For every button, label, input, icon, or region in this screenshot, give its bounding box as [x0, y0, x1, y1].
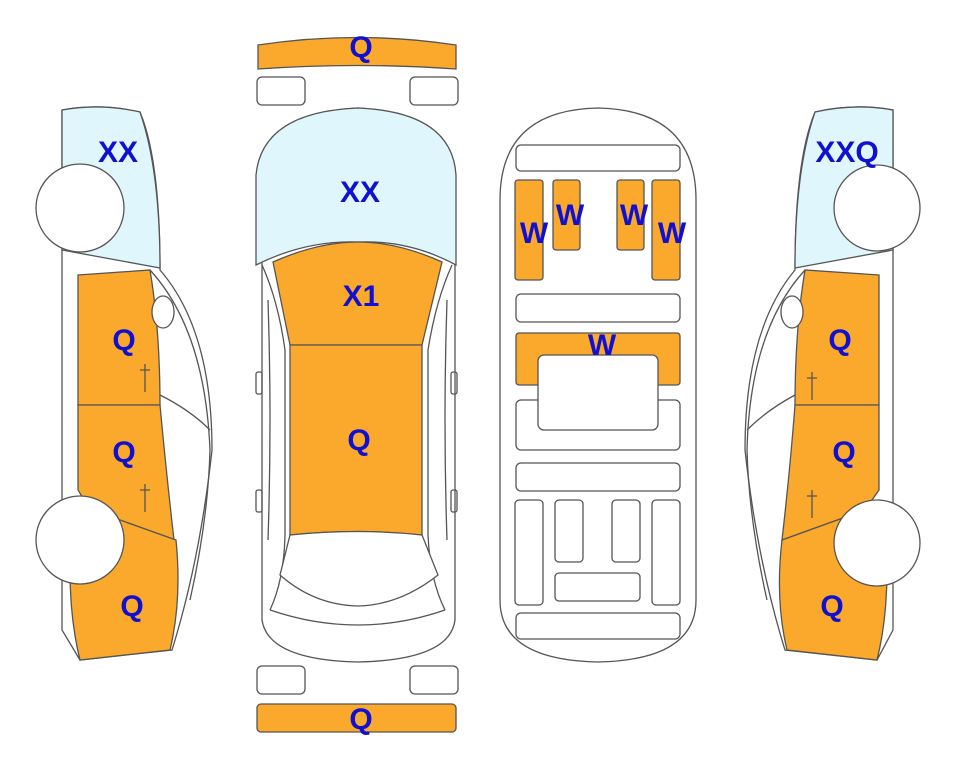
rear-window: [279, 530, 439, 607]
front-right-light: [409, 76, 459, 106]
rear-bumper-label: Q: [349, 703, 372, 736]
right-side-line-2: [746, 394, 796, 431]
seat-left-outer-panel[interactable]: [514, 179, 544, 281]
trunk-floor: [515, 612, 681, 640]
dashboard: [515, 144, 681, 172]
rear-seat-left-inner: [554, 499, 584, 563]
right-window-label: XXQ: [815, 136, 878, 169]
rear-armrest: [554, 572, 641, 602]
right-side-line-1: [746, 269, 806, 601]
seat-right-outer-label: W: [658, 217, 687, 250]
hood-panel[interactable]: [272, 241, 443, 346]
floor-mid-label: W: [588, 329, 617, 362]
left-mirror-shape: [151, 295, 175, 329]
rear-seat-right-outer: [651, 499, 681, 606]
top-left-side-line: [261, 264, 286, 611]
top-right-side-line-2: [444, 299, 448, 541]
seat-left-inner-panel[interactable]: [552, 179, 581, 251]
left-handle-front: [140, 364, 150, 392]
right-rear-wheel: [833, 499, 921, 587]
windshield-panel[interactable]: [255, 107, 457, 267]
seat-left-inner-label: W: [556, 199, 585, 232]
interior-view: W W W W W: [499, 107, 697, 663]
seat-right-inner-panel[interactable]: [616, 179, 645, 251]
right-side-view: XXQ Q Q Q: [744, 106, 921, 661]
windshield-label: XX: [340, 176, 380, 209]
left-side-view: XX Q Q Q: [35, 106, 213, 661]
right-mirror-shape: [780, 295, 804, 329]
left-front-wheel: [35, 163, 125, 253]
right-fender-label: Q: [820, 590, 843, 623]
seat-left-outer-label: W: [520, 217, 549, 250]
left-side-line-1: [149, 269, 211, 601]
console-bar: [515, 293, 681, 323]
hood-label: X1: [343, 280, 380, 313]
right-mirror-rear: [450, 489, 458, 513]
left-mirror: [255, 371, 263, 395]
right-rear-door-label: Q: [832, 436, 855, 469]
right-mirror: [450, 371, 458, 395]
left-window-label: XX: [98, 136, 138, 169]
left-side-line-2: [159, 394, 211, 431]
right-front-wheel: [833, 164, 921, 252]
rear-left-light: [256, 665, 306, 695]
front-left-light: [256, 76, 306, 106]
top-left-side-line-2: [267, 299, 271, 541]
front-bumper-panel[interactable]: [257, 36, 457, 70]
rear-seat-right-inner: [611, 499, 641, 563]
left-rear-door-label: Q: [112, 436, 135, 469]
right-front-door-label: Q: [828, 324, 851, 357]
trunk-line: [269, 609, 446, 626]
seat-right-inner-label: W: [620, 199, 649, 232]
roof-label: Q: [347, 424, 370, 457]
left-mirror-rear: [255, 489, 263, 513]
front-bumper-label: Q: [349, 31, 372, 64]
right-handle-front: [807, 372, 817, 400]
top-right-side-line: [427, 264, 453, 611]
right-handle-rear: [807, 490, 817, 518]
rear-console: [515, 462, 681, 492]
sunroof-box: [537, 354, 659, 431]
left-fender-label: Q: [120, 590, 143, 623]
left-rear-wheel: [35, 495, 125, 585]
left-handle-rear: [140, 484, 150, 512]
rear-right-light: [409, 665, 459, 695]
top-view: Q XX X1 Q Q: [255, 31, 459, 736]
left-front-door-label: Q: [112, 324, 135, 357]
seat-right-outer-panel[interactable]: [651, 179, 681, 281]
rear-seat-left-outer: [514, 499, 544, 606]
rear-bumper-panel[interactable]: [256, 703, 457, 733]
